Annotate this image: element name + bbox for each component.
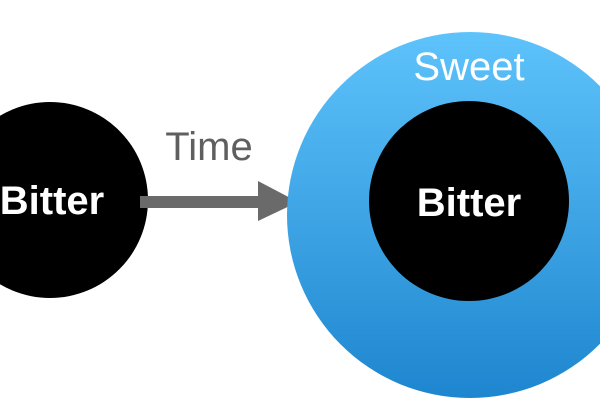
left-bitter-circle	[0, 102, 148, 298]
time-arrow	[140, 181, 298, 221]
sweet-label: Sweet	[413, 45, 524, 89]
arrow-head-icon	[258, 181, 298, 221]
left-bitter-label: Bitter	[0, 179, 104, 223]
time-label: Time	[165, 125, 252, 169]
inner-bitter-circle	[369, 101, 569, 301]
inner-bitter-label: Bitter	[417, 181, 521, 225]
arrow-shaft	[140, 196, 262, 208]
